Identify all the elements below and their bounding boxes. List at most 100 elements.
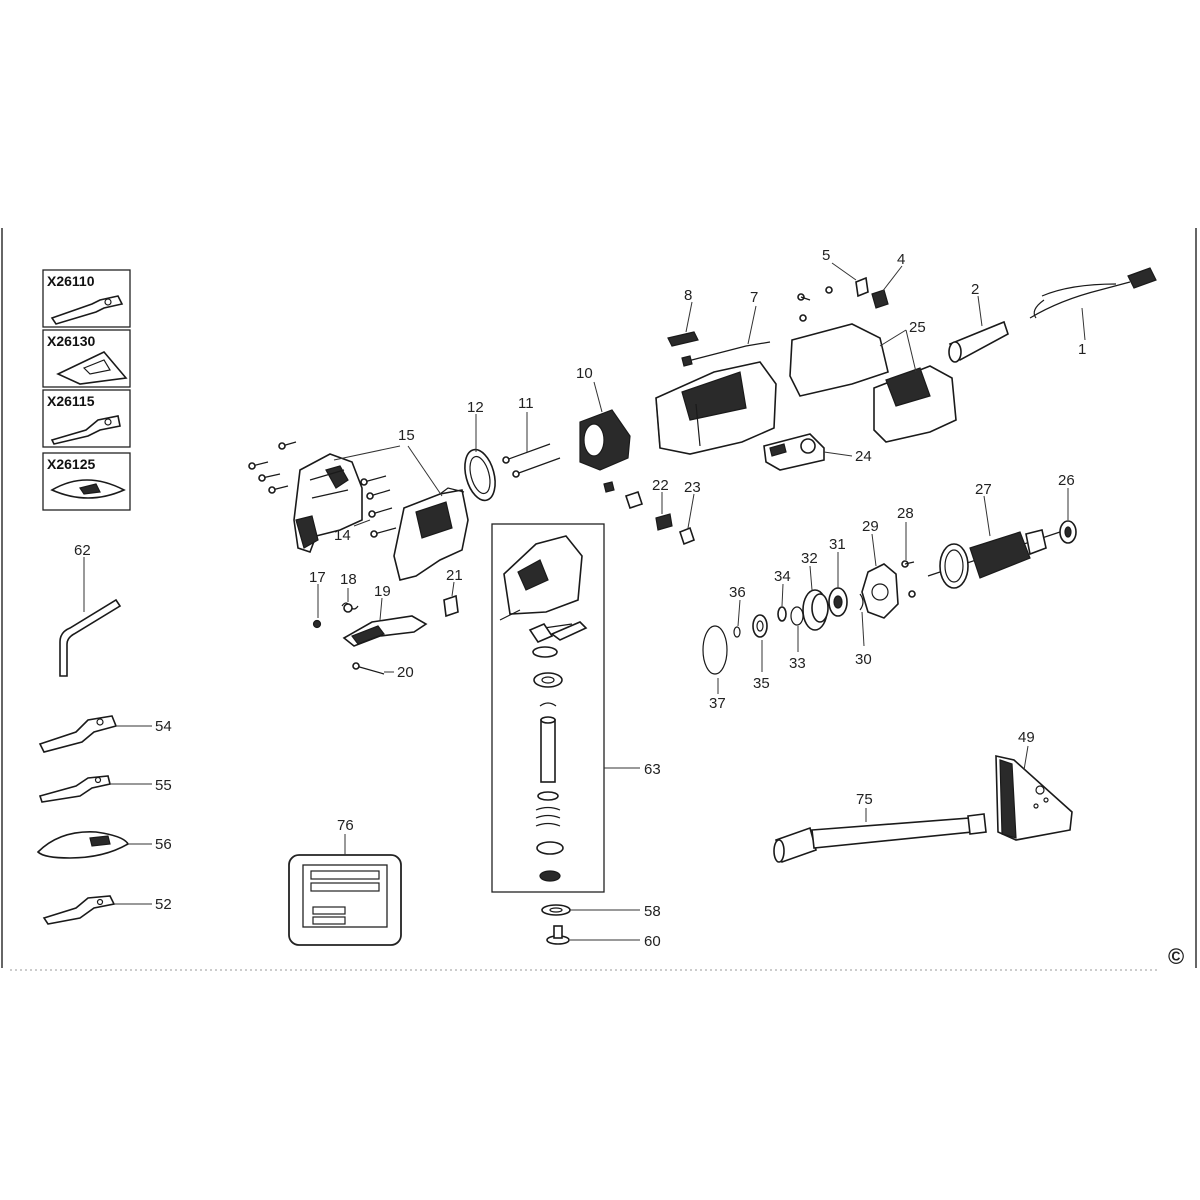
screws-15: [248, 441, 397, 538]
callout-23: 23: [684, 479, 701, 496]
callout-20: 20: [397, 664, 414, 681]
callout-21: 21: [446, 567, 463, 584]
copyright-symbol: ©: [1168, 944, 1184, 969]
flush-cut-blade-icon: [50, 295, 124, 325]
part-32-eccentric: 32: [801, 550, 829, 631]
part-25-rear-housing: 25: [789, 319, 957, 443]
part-8-switch-cap: 8: [667, 287, 699, 347]
accessory-box-4: X26125: [42, 452, 131, 511]
accessory-box-2: X26130: [42, 329, 131, 388]
callout-75: 75: [856, 791, 873, 808]
segment-blade-icon: [50, 479, 126, 499]
part-15-housing-half-b: [393, 487, 469, 581]
motor-housing: [655, 361, 777, 455]
callout-29: 29: [862, 518, 879, 535]
screws-25: [797, 286, 833, 322]
callout-8: 8: [684, 287, 692, 304]
part-18-spring: 18: [340, 571, 359, 613]
callout-12: 12: [467, 399, 484, 416]
callout-37: 37: [709, 695, 726, 712]
part-34-washer: 34: [774, 568, 791, 622]
accessory-box-3: X26115: [42, 389, 131, 448]
part-60-bolt: 60: [546, 925, 661, 950]
accessory-code: X26115: [47, 393, 95, 409]
part-22-brush: 22: [603, 477, 673, 531]
callout-76: 76: [337, 817, 354, 834]
callout-2: 2: [971, 281, 979, 298]
callout-24: 24: [855, 448, 872, 465]
callout-26: 26: [1058, 472, 1075, 489]
part-58-washer: 58: [541, 903, 661, 920]
sanding-pad-icon: [56, 351, 128, 385]
part-55-blade: 55: [38, 775, 172, 803]
callout-49: 49: [1018, 729, 1035, 746]
part-24-switch: 24: [763, 433, 872, 471]
part-12-ring: 12: [464, 399, 496, 502]
part-28-screws: 28: [897, 505, 916, 598]
callout-22: 22: [652, 477, 669, 494]
part-21-clip: 21: [443, 567, 463, 618]
accessory-code: X26130: [47, 333, 95, 349]
part-11-bolts: 11: [502, 395, 561, 478]
part-35-bearing: 35: [752, 614, 770, 692]
part-17-screw: 17: [309, 569, 326, 629]
part-49-sanding-head: 49: [995, 729, 1073, 841]
part-29-plate: 29: [861, 518, 899, 619]
part-33-spacer: 33: [789, 606, 806, 672]
part-62-hex-key: 62: [59, 542, 122, 677]
callout-10: 10: [576, 365, 593, 382]
part-63-gearhead-assembly: 63: [491, 523, 661, 893]
part-27-armature: 27: [927, 481, 1061, 589]
callout-31: 31: [829, 536, 846, 553]
part-19-lever: 19: [342, 583, 428, 647]
callout-34: 34: [774, 568, 791, 585]
part-36-clip: 36: [729, 584, 746, 638]
callout-30: 30: [855, 651, 872, 668]
callout-60: 60: [644, 933, 661, 950]
part-23-brush-spring: 23: [679, 479, 701, 546]
callout-28: 28: [897, 505, 914, 522]
callout-56: 56: [155, 836, 172, 853]
callout-4: 4: [897, 251, 905, 268]
callout-58: 58: [644, 903, 661, 920]
accessory-box-1: X26110: [42, 269, 131, 328]
callout-19: 19: [374, 583, 391, 600]
callout-14: 14: [334, 527, 351, 544]
callout-18: 18: [340, 571, 357, 588]
callout-62: 62: [74, 542, 91, 559]
callout-25: 25: [909, 319, 926, 336]
callout-63: 63: [644, 761, 661, 778]
callout-27: 27: [975, 481, 992, 498]
callout-54: 54: [155, 718, 172, 735]
part-10-stator: 10: [576, 365, 631, 471]
callout-15: 15: [398, 427, 415, 444]
accessory-code: X26125: [47, 456, 95, 472]
callout-32: 32: [801, 550, 818, 567]
callout-1: 1: [1078, 341, 1086, 358]
part-54-blade: 54: [38, 715, 172, 753]
callout-33: 33: [789, 655, 806, 672]
callout-36: 36: [729, 584, 746, 601]
part-30-clip: 30: [855, 593, 872, 668]
part-75-dust-adapter: 75: [773, 791, 987, 864]
part-4-clamp: 4: [871, 251, 905, 309]
part-26-bearing: 26: [1058, 472, 1077, 544]
callout-7: 7: [750, 289, 758, 306]
wood-blade-icon: [50, 415, 121, 445]
part-31-bearing: 31: [828, 536, 848, 617]
part-1-power-cord: 1: [1029, 267, 1157, 358]
callout-11: 11: [518, 395, 534, 412]
part-37-o-ring: 37: [702, 625, 728, 712]
callout-17: 17: [309, 569, 326, 586]
part-7-switch-rod: 7: [681, 289, 771, 367]
callout-5: 5: [822, 247, 830, 264]
accessory-code: X26110: [47, 273, 95, 289]
part-15-housing-half: [293, 453, 363, 554]
part-2-strain-relief: 2: [948, 281, 1009, 363]
callout-55: 55: [155, 777, 172, 794]
callout-35: 35: [753, 675, 770, 692]
callout-52: 52: [155, 896, 172, 913]
part-5-screw: 5: [822, 247, 869, 298]
part-76-label: 76: [288, 817, 402, 946]
